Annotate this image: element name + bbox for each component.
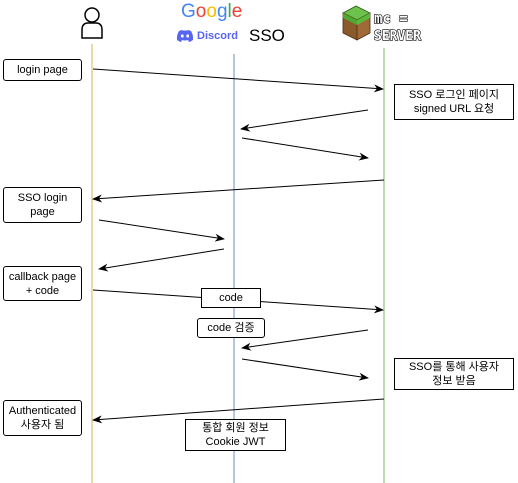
note-text: SSO 로그인 페이지 <box>408 89 500 101</box>
sso-label: SSO <box>249 26 285 45</box>
arrow-server-to-user-final <box>92 398 385 424</box>
note-sso-login-page: SSO login page <box>3 187 82 223</box>
arrow-login-to-server <box>92 68 384 93</box>
arrow-server-to-sso <box>240 109 369 132</box>
arrow-server-to-sso-verify <box>241 329 369 351</box>
note-authenticated: Authenticated 사용자 됨 <box>3 400 82 436</box>
arrow-sso-to-user <box>98 248 225 272</box>
google-letter: G <box>181 1 196 22</box>
server-label-line1: mc = <box>374 11 408 27</box>
google-letter: g <box>216 1 228 22</box>
note-text: page <box>30 206 55 218</box>
user-actor-icon <box>81 7 103 39</box>
arrow-sso-to-server-info <box>241 358 369 381</box>
arrow-sso-to-server <box>241 137 369 161</box>
note-login-page: login page <box>3 59 82 81</box>
grass-block-icon <box>342 5 371 41</box>
note-user-info: SSO를 통해 사용자 정보 받음 <box>394 358 514 390</box>
note-text: signed URL 요청 <box>413 103 495 115</box>
note-code: code <box>201 288 261 308</box>
discord-logo: Discord <box>176 29 238 42</box>
note-sso-request: SSO 로그인 페이지 signed URL 요청 <box>394 84 514 120</box>
note-jwt: 통합 회원 정보 Cookie JWT <box>185 419 286 451</box>
google-letter: l <box>227 1 232 22</box>
arrow-user-to-sso <box>98 219 225 242</box>
note-text: + code <box>25 284 60 297</box>
note-text: callback page <box>8 270 77 283</box>
note-text: login page <box>17 64 68 76</box>
google-letter: o <box>195 1 207 22</box>
mc-server-logo: mc = SERVER <box>373 10 421 44</box>
note-callback: callback page + code <box>3 266 82 301</box>
note-text: Authenticated <box>8 405 77 417</box>
discord-label: Discord <box>197 29 238 42</box>
note-text: code 검증 <box>207 322 255 334</box>
note-text: SSO login <box>17 192 68 204</box>
note-text: SSO를 통해 사용자 <box>408 361 500 373</box>
note-text: code <box>219 292 243 304</box>
arrow-server-to-user <box>92 179 385 203</box>
google-letter: o <box>206 1 217 22</box>
note-text: 정보 받음 <box>432 375 476 387</box>
google-logo: Google <box>181 1 242 23</box>
note-text: 통합 회원 정보 <box>202 422 269 434</box>
discord-icon <box>176 30 194 42</box>
note-text: Cookie JWT <box>205 436 266 448</box>
server-label-line2: SERVER <box>374 29 421 44</box>
google-letter: e <box>231 1 243 22</box>
note-text: 사용자 됨 <box>20 419 65 431</box>
note-code-verify: code 검증 <box>197 318 265 338</box>
